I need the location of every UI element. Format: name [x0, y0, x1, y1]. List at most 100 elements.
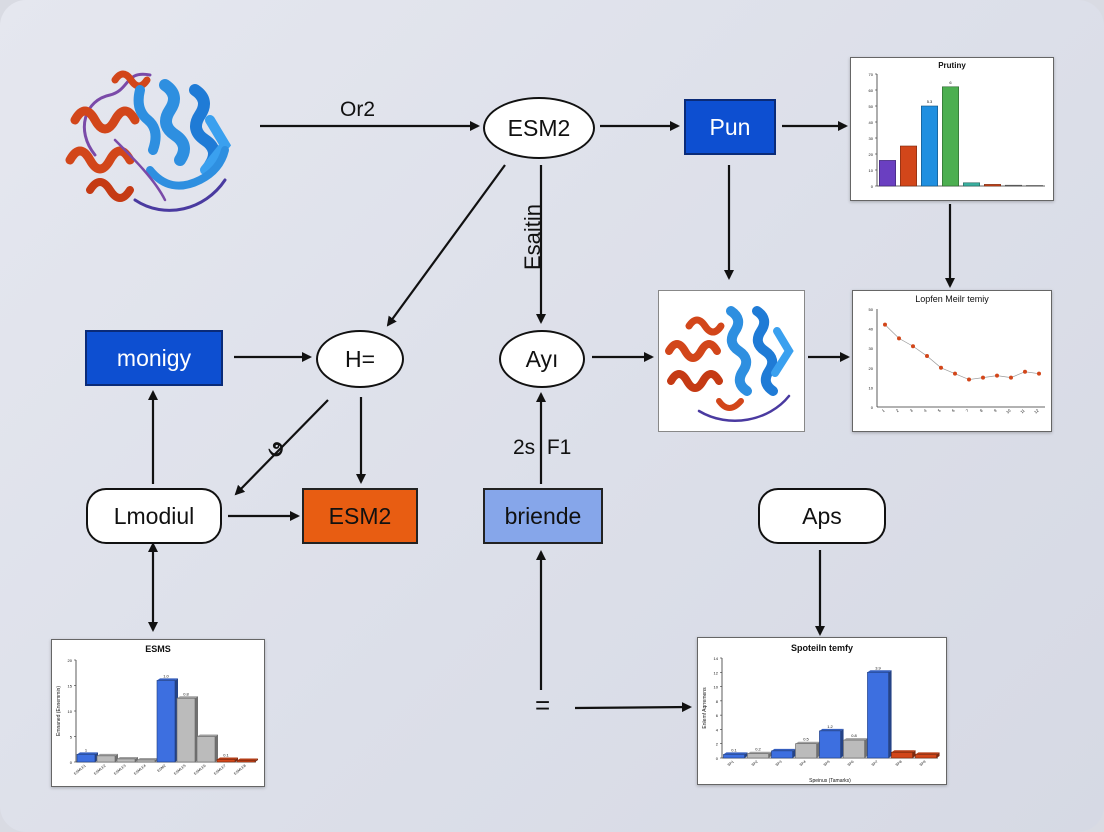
data-point	[1023, 369, 1027, 374]
y-tick-label: 50	[869, 104, 874, 109]
bar-side	[864, 738, 868, 758]
y-tick-label: 20	[68, 658, 73, 663]
y-tick-label: 0	[871, 405, 874, 410]
y-tick-label: 40	[869, 120, 874, 125]
category-label: ESMLE7	[213, 764, 226, 776]
bar	[921, 105, 938, 187]
bar-side	[768, 751, 772, 758]
esm2-top-label: ESM2	[507, 114, 571, 141]
y-tick-label: 0	[70, 760, 73, 765]
bar-side	[235, 757, 238, 762]
ayi-node[interactable]: Ayı	[499, 330, 585, 388]
esm2-orange-node[interactable]: ESM2	[302, 488, 418, 544]
bar-side	[816, 741, 820, 758]
bar	[156, 680, 176, 763]
y-tick-label: 40	[869, 327, 874, 332]
pun-node[interactable]: Pun	[684, 99, 776, 155]
bar	[116, 758, 136, 763]
data-label: 5.3	[927, 99, 933, 104]
chart-title: Lopfen Meilr temiy	[915, 294, 989, 304]
x-tick-label: 4	[923, 407, 929, 413]
edge-label-esaitin: Esaitin	[520, 203, 546, 271]
y-tick-label: 0	[716, 756, 719, 761]
x-tick-label: 1	[881, 407, 887, 413]
aps-node[interactable]: Aps	[758, 488, 886, 544]
category-label: SP4	[799, 760, 807, 767]
data-point	[981, 375, 985, 380]
bar-side	[744, 752, 748, 758]
x-tick-label: 6	[951, 407, 957, 413]
data-point	[953, 371, 957, 376]
monigy-node[interactable]: monigy	[85, 330, 223, 386]
data-point	[939, 365, 943, 370]
category-label: ESMLE2	[93, 764, 106, 776]
h-eq-node[interactable]: H=	[316, 330, 404, 388]
bar-top	[137, 757, 158, 760]
bar-top	[177, 696, 198, 699]
bar	[216, 759, 236, 763]
data-label: 3.9	[875, 665, 881, 670]
y-tick-label: 10	[68, 709, 73, 714]
category-label: SP5	[823, 760, 831, 767]
briende-label: briende	[504, 502, 582, 529]
series-line	[884, 324, 1040, 380]
y-tick-label: 60	[869, 88, 874, 93]
data-point	[1037, 371, 1041, 376]
bar-side	[936, 752, 940, 758]
y-tick-label: 10	[869, 168, 874, 173]
edge-label-2s-f1: 2s F1	[513, 436, 572, 459]
bar	[771, 750, 793, 759]
x-axis-label: Speinus (Tamarks)	[809, 778, 851, 784]
esm2-top-node[interactable]: ESM2	[483, 97, 595, 159]
x-tick-label: 8	[979, 407, 985, 413]
bar	[891, 751, 913, 759]
bar	[963, 182, 980, 187]
bar	[984, 184, 1001, 187]
x-tick-label: 2	[895, 407, 901, 413]
bar-top	[747, 751, 772, 754]
category-label: ESMLE6	[193, 764, 206, 776]
data-label: 0.1	[731, 747, 737, 752]
data-label: 0.8	[851, 733, 857, 738]
y-tick-label: 20	[869, 366, 874, 371]
y-tick-label: 10	[714, 685, 719, 690]
bar-side	[792, 748, 796, 758]
category-label: ESM2	[157, 764, 167, 773]
pun-label: Pun	[709, 113, 751, 140]
category-label: SP8	[895, 760, 903, 767]
data-point	[897, 336, 901, 341]
chart-title: Prutiny	[938, 61, 966, 70]
bar	[942, 86, 959, 187]
bar-top	[217, 757, 238, 760]
y-tick-label: 2	[716, 742, 719, 747]
data-label: 0.1	[223, 752, 229, 757]
bar-top	[77, 752, 98, 755]
y-axis-label: Enlemf Aqrremens	[702, 687, 708, 729]
bar-top	[771, 748, 796, 751]
y-tick-label: 8	[716, 699, 719, 704]
bar-top	[843, 738, 868, 741]
protein-structure-icon	[65, 70, 232, 212]
bar	[723, 754, 745, 759]
lmodiul-node[interactable]: Lmodiul	[86, 488, 222, 544]
bar	[76, 754, 96, 763]
arrow-equals-to-chart	[574, 702, 692, 713]
data-point	[967, 377, 971, 382]
x-tick-label: 11	[1019, 407, 1026, 414]
y-tick-label: 20	[869, 152, 874, 157]
bar-top	[237, 758, 258, 761]
y-tick-label: 50	[869, 307, 874, 312]
bar-side	[888, 670, 892, 758]
x-tick-label: 3	[909, 407, 915, 413]
briende-node[interactable]: briende	[483, 488, 603, 544]
bar	[1005, 184, 1022, 187]
y-axis-label: Emnaned (Ennemmin)	[56, 686, 62, 736]
bar	[747, 753, 769, 759]
bar-top	[891, 750, 916, 753]
